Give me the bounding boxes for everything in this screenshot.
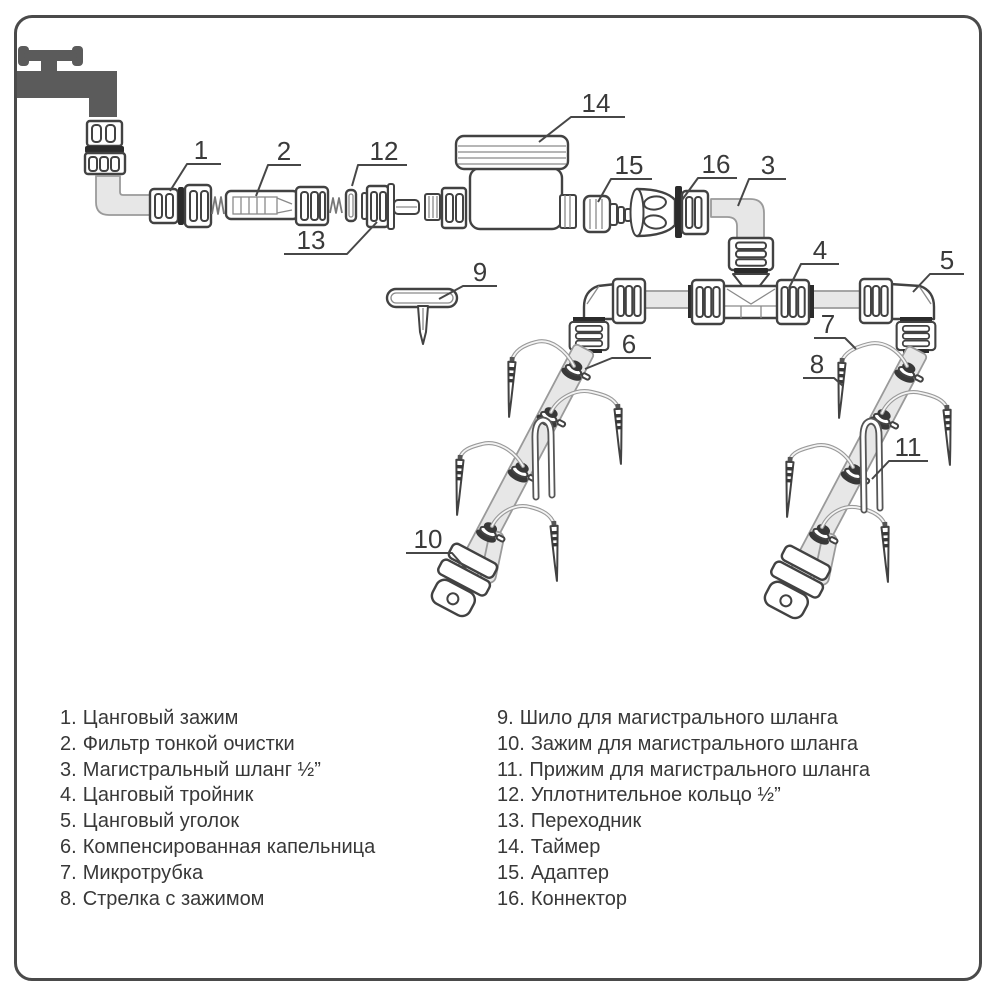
right-branch-line [756, 338, 944, 625]
left-hold-down-pin [531, 416, 556, 501]
legend-item-16: 16.Коннектор [497, 887, 627, 910]
callout-3: 3 [761, 150, 775, 180]
elbow-tube [95, 175, 153, 216]
assembly-diagram: 1 2 3 4 5 6 7 8 9 10 11 12 13 14 15 16 [17, 46, 964, 700]
part-12-seal-ring [344, 188, 358, 223]
legend-item-13: 13.Переходник [497, 810, 642, 833]
right-branch-microtubes [788, 341, 949, 529]
legend-item-5: 5.Цанговый уголок [60, 810, 240, 833]
callout-5: 5 [940, 245, 954, 275]
legend-item-8: 8.Стрелка с зажимом [60, 887, 265, 910]
part-16-connector [629, 186, 710, 238]
callout-10: 10 [414, 524, 443, 554]
legend-column-right: 9.Шило для магистрального шланга 10.Зажи… [497, 706, 870, 912]
faucet-icon [17, 46, 117, 117]
callout-15: 15 [615, 150, 644, 180]
callout-7: 7 [821, 309, 835, 339]
part-1-collet-clamp [148, 183, 213, 229]
legend-item-9: 9.Шило для магистрального шланга [497, 707, 838, 729]
legend-item-3: 3.Магистральный шланг ½” [60, 758, 321, 781]
callout-16: 16 [702, 149, 731, 179]
callout-14: 14 [582, 88, 611, 118]
legend-column-left: 1.Цанговый зажим 2.Фильтр тонкой очистки… [60, 706, 375, 912]
part-11-hold-down-pin [859, 417, 884, 514]
left-branch-microtubes [458, 339, 620, 528]
legend-item-7: 7.Микротрубка [60, 861, 204, 884]
legend-item-6: 6.Компенсированная капельница [60, 835, 376, 858]
part-4-tee [688, 238, 814, 326]
legend-item-1: 1.Цанговый зажим [60, 707, 239, 729]
callout-2: 2 [277, 136, 291, 166]
legend-item-2: 2.Фильтр тонкой очистки [60, 732, 295, 755]
callout-leader-lines [169, 116, 964, 570]
callout-4: 4 [813, 235, 827, 265]
callout-9: 9 [473, 257, 487, 287]
part-9-awl [385, 287, 459, 345]
legend-item-15: 15.Адаптер [497, 861, 609, 884]
callout-11: 11 [895, 432, 922, 462]
part-14-timer [424, 134, 577, 231]
legend-item-14: 14.Таймер [497, 835, 601, 858]
part-2-filter [211, 185, 343, 227]
legend-item-12: 12.Уплотнительное кольцо ½” [497, 784, 781, 807]
callout-8: 8 [810, 349, 824, 379]
frame-border [14, 15, 982, 981]
legend-item-4: 4.Цанговый тройник [60, 784, 254, 807]
part-13-adapter [361, 183, 420, 230]
callout-numbers: 1 2 3 4 5 6 7 8 9 10 11 12 13 14 15 16 [194, 88, 954, 554]
legend-item-11: 11.Прижим для магистрального шланга [497, 758, 870, 781]
callout-1: 1 [194, 135, 208, 165]
callout-12: 12 [370, 136, 399, 166]
left-branch-line [423, 336, 611, 623]
legend-item-10: 10.Зажим для магистрального шланга [497, 732, 858, 755]
callout-13: 13 [297, 225, 326, 255]
tap-connector [83, 119, 127, 176]
callout-6: 6 [622, 329, 636, 359]
